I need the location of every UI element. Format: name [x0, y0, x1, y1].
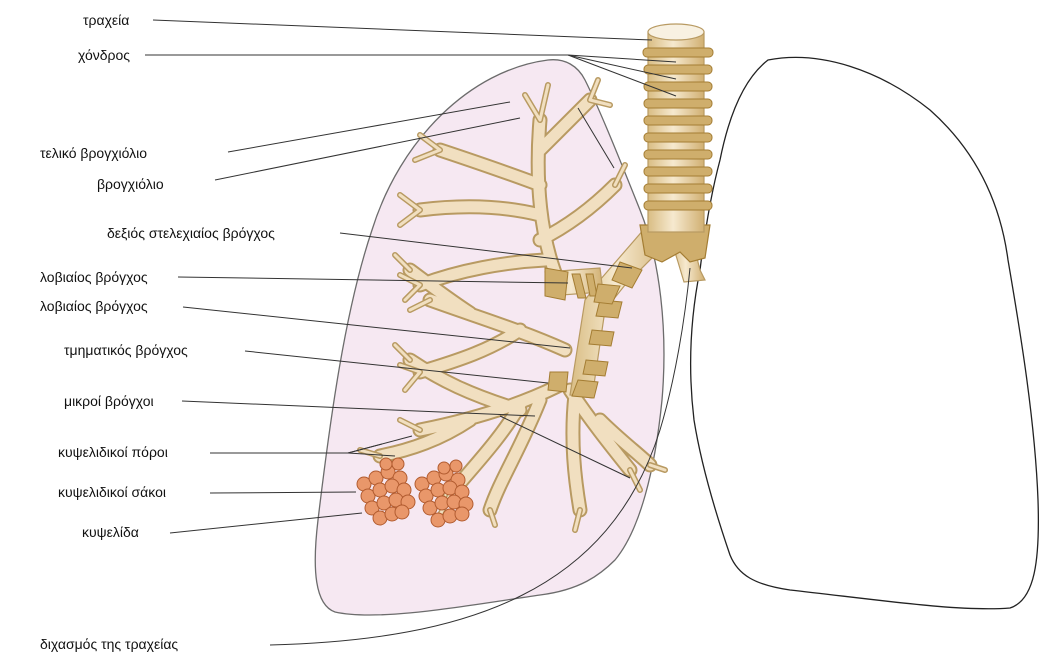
- label-bronchiole: βρογχιόλιο: [97, 176, 164, 192]
- left-lung: [691, 57, 1039, 608]
- label-terminal-bronchiole: τελικό βρογχιόλιο: [40, 145, 147, 161]
- trachea-tube: [643, 24, 713, 232]
- label-lobar-bronchus-2: λοβιαίος βρόγχος: [40, 298, 148, 314]
- label-tracheal-bifurcation: διχασμός της τραχείας: [40, 636, 178, 652]
- label-alveolus: κυψελίδα: [82, 524, 139, 540]
- label-cartilage: χόνδρος: [78, 47, 130, 63]
- label-trachea: τραχεία: [83, 12, 129, 28]
- label-lobar-bronchus-1: λοβιαίος βρόγχος: [40, 269, 148, 285]
- label-right-main-bronchus: δεξιός στελεχιαίος βρόγχος: [107, 225, 275, 241]
- label-alveolar-sacs: κυψελιδικοί σάκοι: [58, 484, 166, 500]
- label-segmental-bronchus: τμηματικός βρόγχος: [64, 342, 188, 358]
- label-alveolar-ducts: κυψελιδικοί πόροι: [58, 444, 168, 460]
- label-small-bronchi: μικροί βρόγχοι: [64, 393, 154, 409]
